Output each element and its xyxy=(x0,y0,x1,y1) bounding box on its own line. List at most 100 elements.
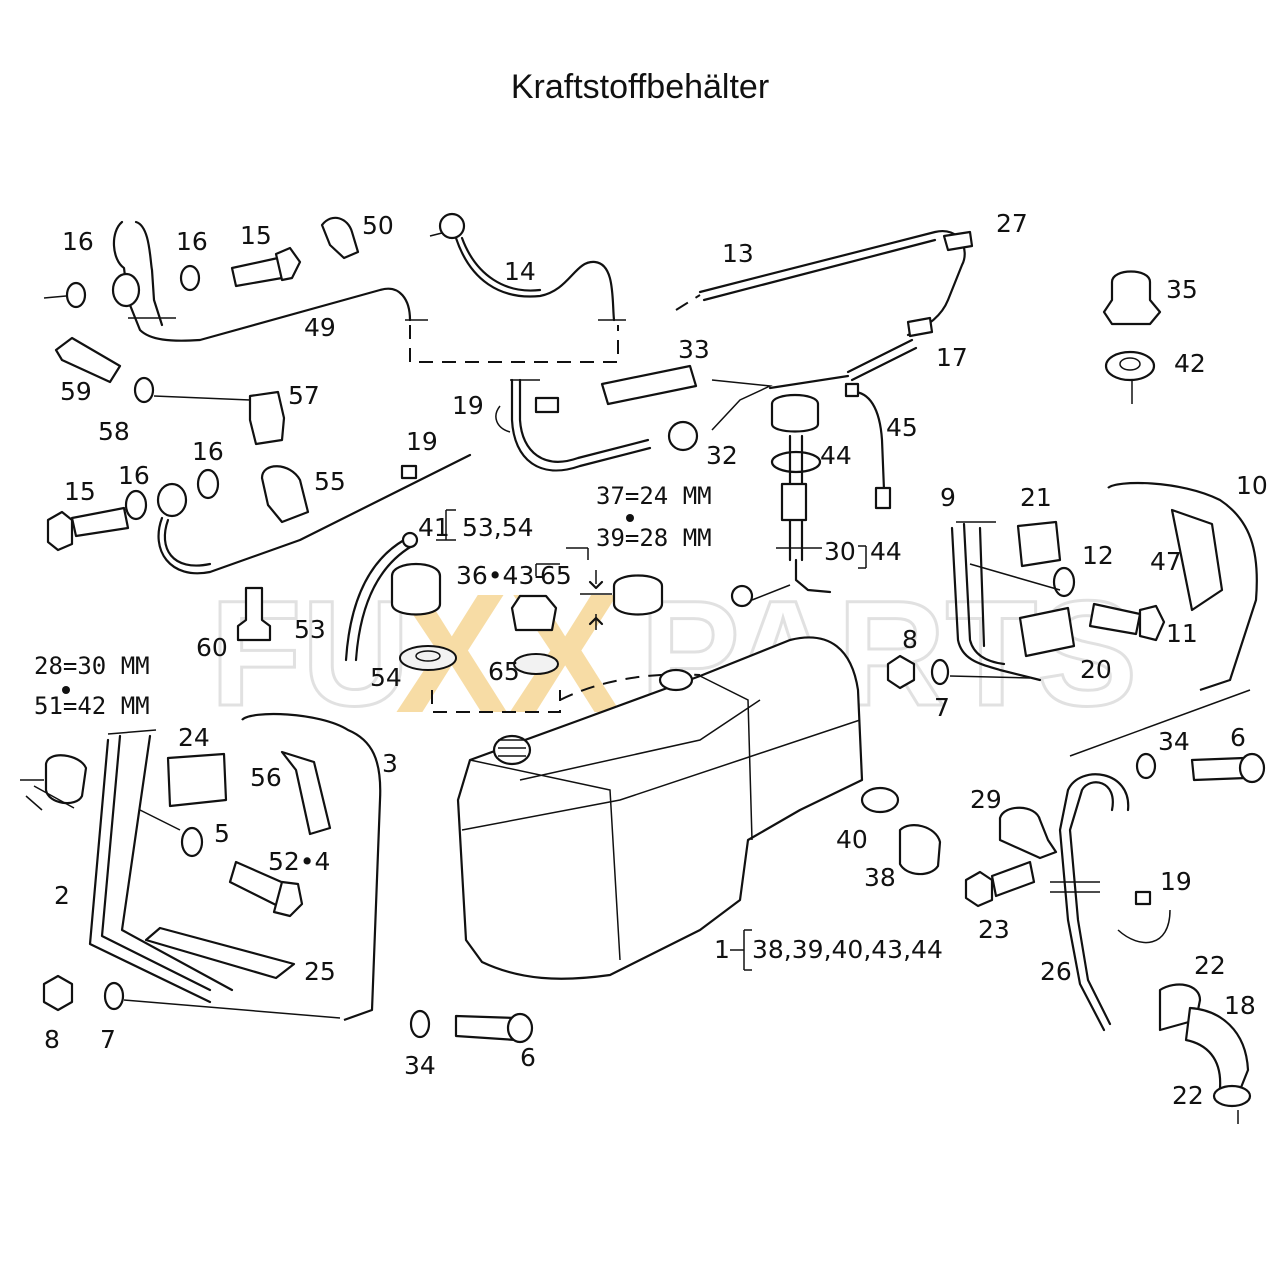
pad-47 xyxy=(1170,508,1224,612)
label-53-54: 53,54 xyxy=(462,513,534,542)
label-7: 7 xyxy=(100,1025,116,1054)
nut-8a xyxy=(886,654,916,690)
bolt-59 xyxy=(54,336,122,384)
label-11: 11 xyxy=(1166,619,1198,648)
label-23: 23 xyxy=(978,915,1010,944)
bolt-6a xyxy=(1190,756,1248,782)
gasket-44 xyxy=(770,450,822,474)
label-10: 10 xyxy=(1236,471,1268,500)
fuel-sender-assembly xyxy=(730,382,892,608)
label-44: 44 xyxy=(870,537,902,566)
label-6: 6 xyxy=(520,1043,536,1072)
washer-34b xyxy=(409,1009,431,1039)
left-strap-group xyxy=(42,712,534,1044)
cap-41 xyxy=(390,563,442,616)
label-8: 8 xyxy=(902,625,918,654)
label-29: 29 xyxy=(970,785,1002,814)
label-1: 1 xyxy=(714,935,730,964)
elbow-18 xyxy=(1184,1006,1250,1092)
washer-16c xyxy=(124,489,148,521)
washer-16a xyxy=(65,281,87,309)
label-40: 40 xyxy=(836,825,868,854)
label-50: 50 xyxy=(362,211,394,240)
washer-7a xyxy=(930,658,950,686)
pad-21 xyxy=(1016,520,1062,568)
washer-16d xyxy=(196,468,220,500)
label-15: 15 xyxy=(240,221,272,250)
bolt-23 xyxy=(964,870,994,908)
drain-plug-group xyxy=(860,786,942,876)
label-3: 3 xyxy=(382,749,398,778)
washer-34a xyxy=(1135,752,1157,780)
label-5: 5 xyxy=(214,819,230,848)
clamp-50 xyxy=(320,216,360,260)
label-16: 16 xyxy=(176,227,208,256)
label-59: 59 xyxy=(60,377,92,406)
plate-20 xyxy=(1018,606,1076,658)
label-49: 49 xyxy=(304,313,336,342)
label-19: 19 xyxy=(452,391,484,420)
nut-8b xyxy=(42,974,74,1012)
cap-35 xyxy=(1102,270,1162,326)
label-22: 22 xyxy=(1194,951,1226,980)
label-47: 47 xyxy=(1150,547,1182,576)
hose-33 xyxy=(600,364,698,406)
pad-24 xyxy=(166,752,228,808)
label-8: 8 xyxy=(44,1025,60,1054)
fuel-line-13 xyxy=(675,229,974,390)
mounting-bolt-right xyxy=(1135,752,1266,784)
strap-53-group xyxy=(236,531,419,662)
label-9: 9 xyxy=(940,483,956,512)
label-13: 13 xyxy=(722,239,754,268)
sender-unit xyxy=(780,482,808,522)
filler-hose-group xyxy=(1050,773,1252,1124)
sender-flange xyxy=(770,394,820,433)
label-33: 33 xyxy=(678,335,710,364)
label-44: 44 xyxy=(820,441,852,470)
seal-40 xyxy=(860,786,900,814)
label-26: 26 xyxy=(1040,957,1072,986)
label-38: 38 xyxy=(864,863,896,892)
label-34: 34 xyxy=(404,1051,436,1080)
label-36-43: 36•43- xyxy=(456,561,543,590)
clip-19c xyxy=(1134,890,1152,906)
label-24: 24 xyxy=(178,723,210,752)
vent-cap-group xyxy=(510,563,560,675)
label-30: 30 xyxy=(824,537,856,566)
pad-56 xyxy=(280,750,332,836)
bolt-11 xyxy=(1088,602,1142,636)
bolt-60 xyxy=(236,586,272,642)
banjo-bolt-15 xyxy=(230,256,284,288)
washer-58 xyxy=(133,376,155,404)
watermark-left: FU xyxy=(210,569,410,737)
label-34: 34 xyxy=(1158,727,1190,756)
washer-7b xyxy=(103,981,125,1011)
filler-neck xyxy=(492,734,532,766)
label-39: 39=28 MM xyxy=(596,524,712,552)
label-15: 15 xyxy=(64,477,96,506)
eye-fitting xyxy=(438,212,466,240)
label-19: 19 xyxy=(406,427,438,456)
part-labels: 16 16 15 50 14 13 27 35 42 49 33 17 59 5… xyxy=(34,209,1268,1110)
label-55: 55 xyxy=(314,467,346,496)
label-21: 21 xyxy=(1020,483,1052,512)
washer-12 xyxy=(1052,566,1076,598)
label-56: 56 xyxy=(250,763,282,792)
label-6: 6 xyxy=(1230,723,1246,752)
washer-5 xyxy=(180,826,204,858)
ring-nut-group xyxy=(580,570,664,630)
label-20: 20 xyxy=(1080,655,1112,684)
label-57: 57 xyxy=(288,381,320,410)
washer-16b xyxy=(179,264,201,292)
clamp-55 xyxy=(260,465,310,524)
clamp-32 xyxy=(667,420,699,452)
return-line-assembly xyxy=(43,216,626,381)
label-45: 45 xyxy=(886,413,918,442)
label-53: 53 xyxy=(294,615,326,644)
label-14: 14 xyxy=(504,257,536,286)
label-58: 58 xyxy=(98,417,130,446)
label-54: 54 xyxy=(370,663,402,692)
fuel-tank-1 xyxy=(456,636,864,980)
